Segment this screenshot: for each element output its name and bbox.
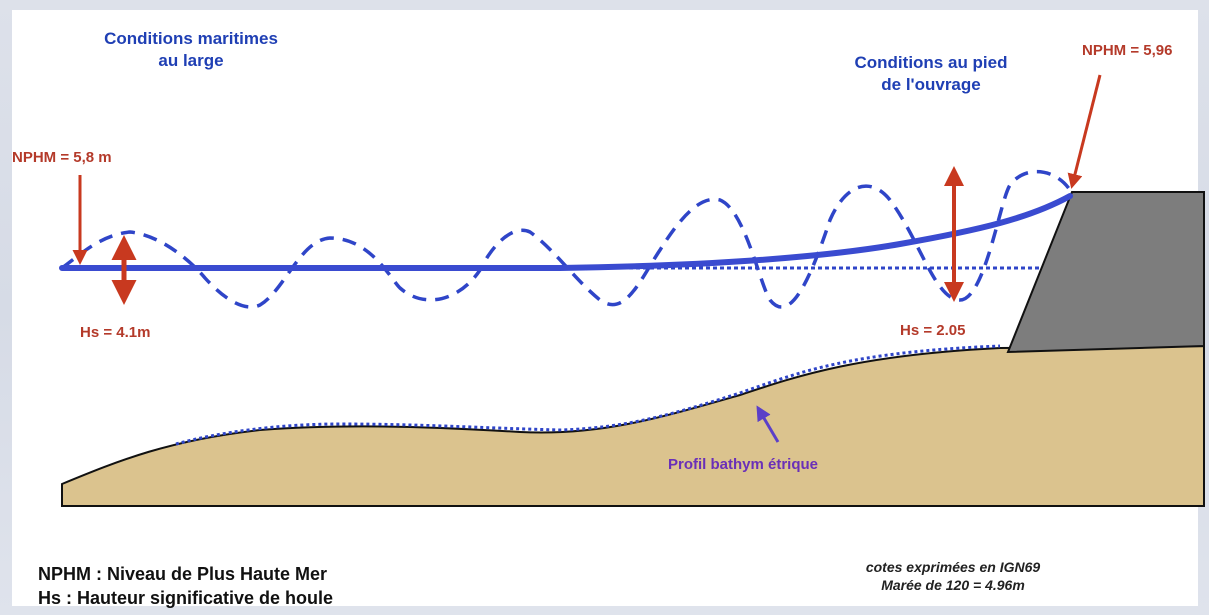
offshore-title-line1: Conditions maritimes <box>104 29 278 48</box>
elevation-notes: cotes exprimées en IGN69 Marée de 120 = … <box>840 558 1066 594</box>
nearshore-nphm-arrow <box>1067 74 1102 189</box>
nearshore-conditions-title: Conditions au pied de l'ouvrage <box>822 52 1040 96</box>
note-tide: Marée de 120 = 4.96m <box>881 577 1025 593</box>
nearshore-title-line1: Conditions au pied <box>854 53 1008 72</box>
mean-water-level <box>59 193 1073 271</box>
seabed-area <box>61 344 1205 507</box>
offshore-conditions-title: Conditions maritimes au large <box>72 28 310 72</box>
legend-nphm: NPHM : Niveau de Plus Haute Mer <box>38 564 328 584</box>
offshore-title-line2: au large <box>158 51 224 70</box>
legend-hs: Hs : Hauteur significative de houle <box>38 588 334 608</box>
seawall-structure <box>1006 191 1205 354</box>
offshore-hs-label: Hs = 4.1m <box>80 324 151 341</box>
nearshore-hs-label: Hs = 2.05 <box>900 322 966 339</box>
note-ign69: cotes exprimées en IGN69 <box>865 559 1041 575</box>
abbreviation-legend: NPHM : Niveau de Plus Haute Mer Hs : Hau… <box>38 562 333 610</box>
nearshore-title-line2: de l'ouvrage <box>881 75 981 94</box>
wave-profile-dashed <box>60 170 1072 309</box>
nearshore-nphm-label: NPHM = 5,96 <box>1082 42 1173 59</box>
bathymetry-pointer-arrow <box>756 405 780 443</box>
offshore-nphm-label: NPHM = 5,8 m <box>12 149 112 166</box>
bathymetric-profile-line <box>175 344 1001 446</box>
bathymetric-profile-label: Profil bathym étrique <box>668 456 819 473</box>
